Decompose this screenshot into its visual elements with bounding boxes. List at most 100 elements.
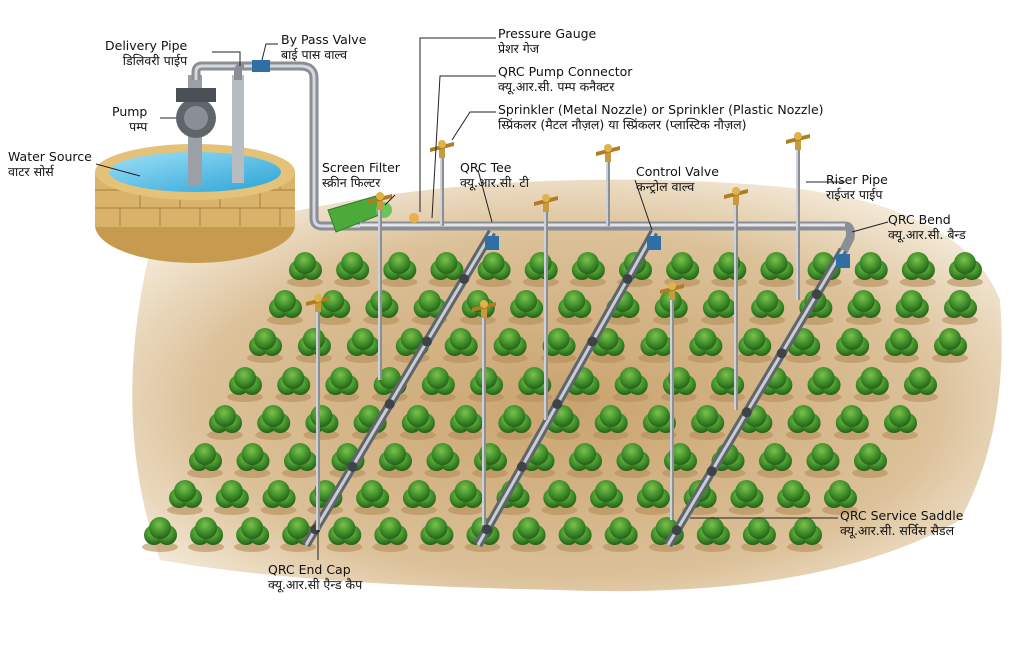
plant-icon xyxy=(400,480,437,515)
control-valve-icon xyxy=(836,254,850,268)
sprinkler-icon xyxy=(306,294,330,312)
sprinkler-icon xyxy=(430,140,454,158)
qrc-end-cap-hi: क्यू.आर.सी एैन्ड कैप xyxy=(268,577,363,592)
plant-icon xyxy=(775,480,812,515)
plant-icon xyxy=(424,443,461,478)
plant-icon xyxy=(588,480,625,515)
plant-icon xyxy=(689,405,726,440)
plant-icon xyxy=(882,405,918,440)
lateral-pipe xyxy=(474,229,661,548)
plant-icon xyxy=(592,405,629,440)
plant-icon xyxy=(614,443,651,478)
label-control-valve: Control Valve कन्ट्रोल वाल्व xyxy=(636,164,719,194)
pressure-gauge-hi: प्रेशर गेज xyxy=(498,41,540,56)
plant-icon xyxy=(804,443,841,478)
sprinkler-icon xyxy=(368,192,392,210)
sprinkler-icon xyxy=(472,300,496,318)
water-source-hi: वाटर सोर्स xyxy=(8,164,54,179)
screen-filter-en: Screen Filter xyxy=(322,160,400,175)
plant-icon xyxy=(447,480,484,515)
sprinkler-riser xyxy=(660,282,684,520)
riser-pipe-en: Riser Pipe xyxy=(826,172,888,187)
plant-icon xyxy=(508,290,545,325)
plant-icon xyxy=(381,252,418,287)
label-delivery-pipe: Delivery Pipe डिलिवरी पाईप xyxy=(105,38,187,68)
plant-icon xyxy=(142,517,178,552)
plant-icon xyxy=(634,480,671,515)
label-screen-filter: Screen Filter स्क्रीन फिल्टर xyxy=(322,160,400,190)
label-by-pass-valve: By Pass Valve बाई पास वाल्व xyxy=(281,32,366,62)
sprinkler-riser xyxy=(596,144,620,226)
plant-icon xyxy=(247,328,283,363)
sprinkler-riser xyxy=(306,294,330,530)
plant-icon xyxy=(267,290,303,325)
lateral-pipe xyxy=(302,229,499,548)
pump-icon xyxy=(176,75,244,185)
plant-icon xyxy=(255,405,292,440)
control-valve-icon xyxy=(485,236,499,250)
plant-icon xyxy=(418,517,455,552)
plant-icon xyxy=(448,405,485,440)
plant-icon xyxy=(207,405,243,440)
riser-pipe-hi: राईजर पाईप xyxy=(826,187,883,202)
plant-icon xyxy=(899,252,936,287)
plant-icon xyxy=(234,517,271,552)
plant-icon xyxy=(845,290,882,325)
by-pass-valve-en: By Pass Valve xyxy=(281,32,367,47)
plant-icon xyxy=(805,367,842,402)
delivery-pipe-hi: डिलिवरी पाईप xyxy=(122,53,188,68)
plant-icon xyxy=(833,405,870,440)
plant-icon xyxy=(947,252,983,287)
plant-icon xyxy=(287,252,323,287)
control-valve-en: Control Valve xyxy=(636,164,719,179)
sprinkler-icon xyxy=(786,132,810,150)
plant-icon xyxy=(377,443,413,478)
plant-icon xyxy=(569,252,606,287)
sprinkler-riser xyxy=(724,187,748,410)
lateral-pipe xyxy=(664,247,850,548)
delivery-pipe xyxy=(191,60,360,231)
plant-icon xyxy=(638,328,675,363)
plant-icon xyxy=(687,328,724,363)
plant-icon xyxy=(323,367,360,402)
label-qrc-service-saddle: QRC Service Saddle क्यू.आर.सी. सर्विस सै… xyxy=(840,508,963,538)
qrc-pump-connector-en: QRC Pump Connector xyxy=(498,64,633,79)
delivery-pipe-en: Delivery Pipe xyxy=(105,38,188,53)
sprinkler-riser xyxy=(368,192,392,380)
plant-icon xyxy=(326,517,363,552)
plant-icon xyxy=(280,517,317,552)
plant-icon xyxy=(491,328,528,363)
plant-icon xyxy=(932,328,968,363)
sprinkler-hi: स्प्रिंकलर (मैटल नौज़ल) या स्प्रिंकलर (प… xyxy=(498,117,747,132)
plant-icon xyxy=(728,480,765,515)
qrc-tee-en: QRC Tee xyxy=(460,160,512,175)
by-pass-valve-hi: बाई पास वाल्व xyxy=(281,47,348,62)
plant-icon xyxy=(372,517,409,552)
plant-icon xyxy=(344,328,381,363)
plant-icon xyxy=(736,328,773,363)
screen-filter-hi: स्क्रीन फिल्टर xyxy=(322,175,381,190)
label-qrc-end-cap: QRC End Cap क्यू.आर.सी एैन्ड कैप xyxy=(268,562,362,592)
pump-en: Pump xyxy=(112,104,148,119)
pump-hi: पम्प xyxy=(129,119,148,134)
plant-icon xyxy=(749,290,786,325)
sprinkler-icon xyxy=(534,194,558,212)
plant-icon xyxy=(852,252,889,287)
plant-icon xyxy=(213,480,250,515)
qrc-bend-en: QRC Bend xyxy=(888,212,951,227)
water-source-en: Water Source xyxy=(8,149,92,164)
plant-icon xyxy=(399,405,436,440)
sprinkler-icon xyxy=(660,282,684,300)
plant-icon xyxy=(167,480,203,515)
plant-icon xyxy=(612,367,649,402)
label-pressure-gauge: Pressure Gauge प्रेशर गेज xyxy=(498,26,596,56)
qrc-pump-connector-hi: क्यू.आर.सी. पम्प कनैक्टर xyxy=(498,79,615,94)
plant-icon xyxy=(334,252,371,287)
plant-icon xyxy=(757,443,793,478)
plant-icon xyxy=(853,367,890,402)
sprinkler-riser xyxy=(534,194,558,420)
by-pass-valve-icon xyxy=(252,60,270,72)
plant-icon xyxy=(564,367,601,402)
label-qrc-bend: QRC Bend क्यू.आर.सी. बैन्ड xyxy=(888,212,966,242)
plant-icon xyxy=(475,252,512,287)
